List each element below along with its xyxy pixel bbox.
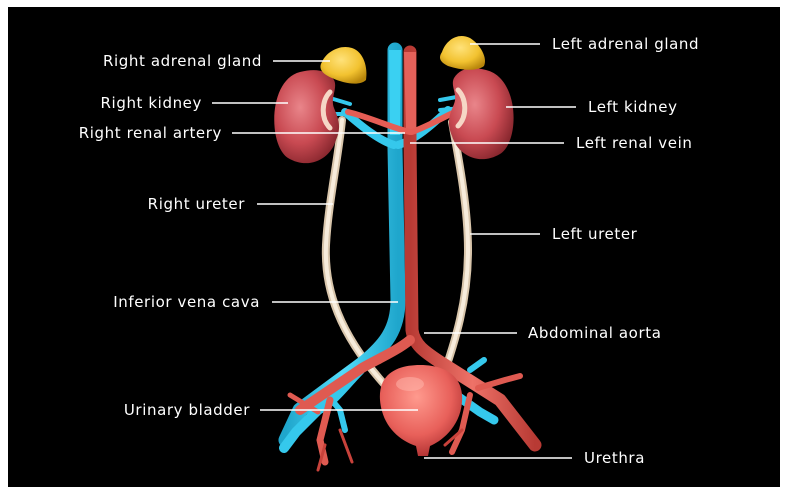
label-left-renal-vein: Left renal vein — [576, 134, 692, 152]
label-urinary-bladder: Urinary bladder — [124, 401, 250, 419]
label-inferior-vena-cava: Inferior vena cava — [113, 293, 260, 311]
label-left-ureter: Left ureter — [552, 225, 638, 243]
label-abdominal-aorta: Abdominal aorta — [528, 324, 662, 342]
label-left-adrenal-gland: Left adrenal gland — [552, 35, 699, 53]
label-right-renal-artery: Right renal artery — [79, 124, 222, 142]
right-kidney-shape — [274, 70, 339, 163]
label-right-ureter: Right ureter — [148, 195, 246, 213]
label-right-adrenal-gland: Right adrenal gland — [103, 52, 262, 70]
label-right-kidney: Right kidney — [101, 94, 202, 112]
label-left-kidney: Left kidney — [588, 98, 678, 116]
label-urethra: Urethra — [584, 449, 645, 467]
